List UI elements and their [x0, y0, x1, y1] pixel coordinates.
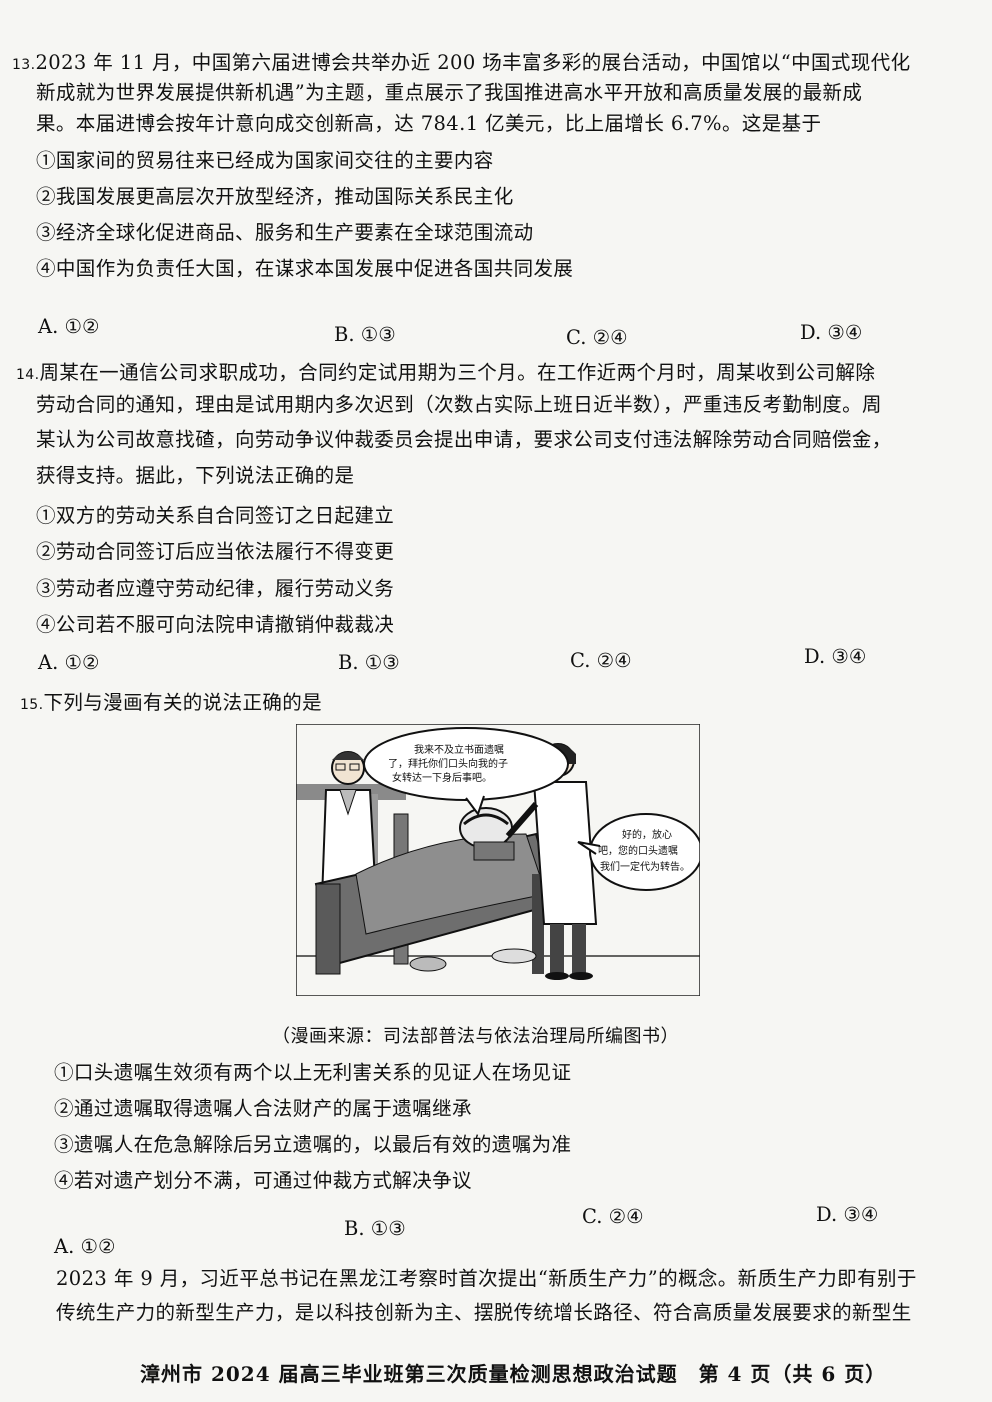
q15-cartoon-caption: （漫画来源：司法部普法与依法治理局所编图书） [272, 1026, 679, 1047]
q13-statement-2: ②我国发展更高层次开放型经济，推动国际关系民主化 [36, 185, 514, 208]
q14-statement-3: ③劳动者应遵守劳动纪律，履行劳动义务 [36, 577, 395, 600]
q13-statement-3: ③经济全球化促进商品、服务和生产要素在全球范围流动 [36, 221, 534, 244]
q14-number: 14. [16, 367, 40, 383]
q15-statement-2: ②通过遗嘱取得遗嘱人合法财产的属于遗嘱继承 [54, 1097, 472, 1120]
q13-stem-line-1: 13.2023 年 11 月，中国第六届进博会共举办近 200 场丰富多彩的展台… [12, 51, 911, 74]
q13-option-b[interactable]: B. ①③ [334, 323, 396, 346]
doctor-bubble-line-1: 好的，放心 [622, 828, 672, 841]
q15-cartoon: 我来不及立书面遗嘱 了，拜托你们口头向我的子 女转达一下身后事吧。 好的，放心 … [295, 723, 703, 997]
doctor-speech-bubble: 好的，放心 吧，您的口头遗嘱 我们一定代为转告。 [577, 813, 703, 891]
q15-stem: 15.下列与漫画有关的说法正确的是 [20, 691, 323, 714]
patient-speech-bubble: 我来不及立书面遗嘱 了，拜托你们口头向我的子 女转达一下身后事吧。 [363, 727, 569, 817]
page-footer: 漳州市 2024 届高三毕业班第三次质量检测思想政治试题 第 4 页（共 6 页… [140, 1362, 887, 1386]
q14-option-a[interactable]: A. ①② [38, 651, 100, 674]
q14-statement-4: ④公司若不服可向法院申请撤销仲裁裁决 [36, 613, 395, 636]
q14-stem-line-1: 14.周某在一通信公司求职成功，合同约定试用期为三个月。在工作近两个月时，周某收… [16, 361, 876, 384]
doctor-bubble-line-3: 我们一定代为转告。 [600, 860, 690, 873]
q14-statement-2: ②劳动合同签订后应当依法履行不得变更 [36, 540, 395, 563]
patient-bubble-line-3: 女转达一下身后事吧。 [392, 771, 492, 784]
q15-statement-1: ①口头遗嘱生效须有两个以上无利害关系的见证人在场见证 [54, 1061, 572, 1084]
q13-statement-1: ①国家间的贸易往来已经成为国家间交往的主要内容 [36, 149, 494, 172]
q13-option-d[interactable]: D. ③④ [800, 321, 863, 344]
q14-option-d[interactable]: D. ③④ [804, 645, 867, 668]
patient-bubble-line-2: 了，拜托你们口头向我的子 [388, 757, 508, 770]
q13-option-a[interactable]: A. ①② [38, 315, 100, 338]
q14-stem-line-4: 获得支持。据此，下列说法正确的是 [36, 464, 355, 487]
doctor-bubble-line-2: 吧，您的口头遗嘱 [598, 844, 678, 857]
q13-statement-4: ④中国作为负责任大国，在谋求本国发展中促进各国共同发展 [36, 257, 574, 280]
q14-stem-line-3: 某认为公司故意找碴，向劳动争议仲裁委员会提出申请，要求公司支付违法解除劳动合同赔… [36, 428, 892, 451]
q15-option-b[interactable]: B. ①③ [344, 1217, 406, 1240]
q15-statement-3: ③遗嘱人在危急解除后另立遗嘱的，以最后有效的遗嘱为准 [54, 1133, 572, 1156]
q13-option-c[interactable]: C. ②④ [566, 326, 628, 349]
q13-stem-line-2: 新成就为世界发展提供新机遇”为主题，重点展示了我国推进高水平开放和高质量发展的最… [36, 81, 863, 104]
q15-option-c[interactable]: C. ②④ [582, 1205, 644, 1228]
q14-option-c[interactable]: C. ②④ [570, 649, 632, 672]
q13-number: 13. [12, 57, 36, 73]
q14-stem-line-2: 劳动合同的通知，理由是试用期内多次迟到（次数占实际上班日近半数），严重违反考勤制… [36, 393, 882, 416]
q14-statement-1: ①双方的劳动关系自合同签订之日起建立 [36, 504, 395, 527]
q16-stem-line-1: 2023 年 9 月，习近平总书记在黑龙江考察时首次提出“新质生产力”的概念。新… [56, 1267, 917, 1290]
q15-option-d[interactable]: D. ③④ [816, 1203, 879, 1226]
q16-stem-line-2: 传统生产力的新型生产力，是以科技创新为主、摆脱传统增长路径、符合高质量发展要求的… [56, 1301, 912, 1324]
q14-option-b[interactable]: B. ①③ [338, 651, 400, 674]
patient-bubble-line-1: 我来不及立书面遗嘱 [414, 743, 504, 756]
patient-figure [459, 807, 515, 861]
q15-statement-4: ④若对遗产划分不满，可通过仲裁方式解决争议 [54, 1169, 472, 1192]
q13-stem-line-3: 果。本届进博会按年计意向成交创新高，达 784.1 亿美元，比上届增长 6.7%… [36, 112, 822, 135]
q15-number: 15. [20, 697, 44, 713]
q15-option-a[interactable]: A. ①② [54, 1235, 116, 1258]
